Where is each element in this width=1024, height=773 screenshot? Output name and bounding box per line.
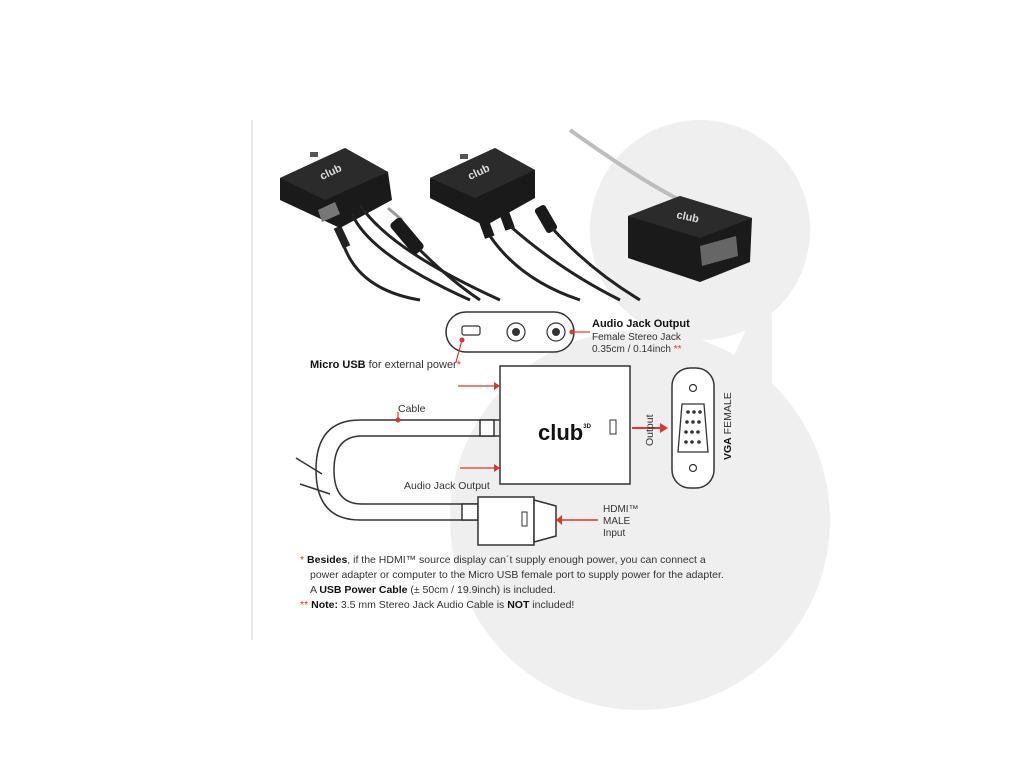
- vga-female-label: VGA FEMALE: [722, 392, 735, 460]
- hdmi-line1: HDMI™: [603, 504, 639, 515]
- hdmi-connector: [477, 496, 598, 546]
- footnote-1-line3-rest: (± 50cm / 19.9inch) is included.: [407, 584, 556, 596]
- footnote-1-rest: , if the HDMI™ source display can´t supp…: [347, 554, 706, 566]
- footnotes: * Besides, if the HDMI™ source display c…: [300, 553, 724, 613]
- footnote-2-bold2: NOT: [507, 599, 530, 611]
- adapter-photo-middle: club: [430, 148, 641, 302]
- audio-jack-sub1: Female Stereo Jack: [592, 332, 681, 343]
- audio-jack-title: Audio Jack Output: [592, 318, 690, 330]
- output-label: Output: [644, 414, 656, 446]
- micro-usb-rest: for external power: [365, 359, 457, 371]
- footnote-2-end: included!: [529, 599, 575, 611]
- micro-usb-port-icon: [461, 325, 481, 336]
- audio-jack-marks: **: [673, 344, 682, 355]
- adapter-photo-right: club: [568, 128, 752, 282]
- footnote-1-mark: *: [300, 554, 305, 566]
- audio-jack-output-label: Audio Jack Output: [404, 480, 490, 492]
- adapter-logo: club3D: [538, 420, 592, 445]
- audio-jack-sub2: 0.35cm / 0.14inch **: [592, 343, 682, 356]
- adapter-logo-text: club: [538, 420, 583, 445]
- hdmi-line3: Input: [603, 528, 626, 539]
- adapter-box: club3D: [458, 365, 668, 485]
- hdmi-label: HDMI™ MALE Input: [603, 504, 639, 540]
- photo-logo-3: club: [675, 209, 700, 225]
- vga-rest: FEMALE: [722, 392, 734, 438]
- footnote-1-line1: * Besides, if the HDMI™ source display c…: [300, 553, 724, 568]
- footnote-1-bold: Besides: [307, 554, 348, 566]
- audio-jack-size: 0.35cm / 0.14inch: [592, 344, 671, 355]
- footnote-1-line2: power adapter or computer to the Micro U…: [310, 569, 724, 581]
- hdmi-line2: MALE: [603, 516, 631, 527]
- footnote-2-mark: **: [300, 599, 309, 611]
- vga-port-icon: [671, 367, 715, 489]
- cable-label: Cable: [398, 403, 426, 415]
- micro-usb-bold: Micro USB: [310, 359, 366, 371]
- micro-usb-mark: *: [456, 359, 462, 371]
- footnote-1-line3-bold: USB Power Cable: [319, 584, 408, 596]
- cable-loop: [295, 412, 500, 521]
- port-closeup: [445, 311, 590, 363]
- footnote-1-line3: A USB Power Cable (± 50cm / 19.9inch) is…: [300, 583, 724, 598]
- footnote-2: ** Note: 3.5 mm Stereo Jack Audio Cable …: [300, 598, 724, 613]
- adapter-logo-sup: 3D: [583, 424, 591, 430]
- footnote-1-line3-a: A: [310, 584, 320, 596]
- vga-bold: VGA: [722, 437, 734, 460]
- micro-usb-label: Micro USB for external power*: [310, 359, 461, 372]
- footnote-2-bold: Note:: [311, 599, 338, 611]
- footnote-2-rest: 3.5 mm Stereo Jack Audio Cable is: [337, 599, 508, 611]
- adapter-photo-left: club: [280, 148, 501, 302]
